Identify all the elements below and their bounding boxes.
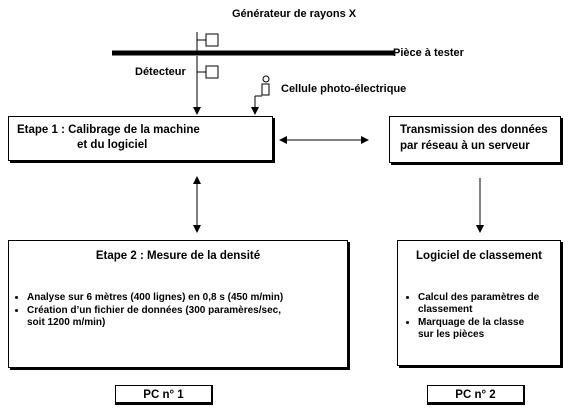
transmission-line1: Transmission des données: [400, 124, 548, 136]
photocell-icon: [262, 75, 270, 83]
step2-box: Etape 2 : Mesure de la densité Analyse s…: [8, 240, 348, 368]
step2-title: Etape 2 : Mesure de la densité: [95, 250, 261, 262]
detector-label: Détecteur: [135, 66, 186, 78]
pc2-label: PC n° 2: [455, 389, 496, 401]
step1-line2: et du logiciel: [77, 139, 148, 151]
classification-bullet-1: Calcul des paramètres de classement: [418, 292, 553, 316]
step1-box: Etape 1 : Calibrage de la machine et du …: [8, 116, 273, 161]
classification-bullets: Calcul des paramètres de classement Marq…: [404, 292, 568, 342]
part-to-test-label: Pièce à tester: [393, 47, 464, 59]
pc1-label: PC n° 1: [143, 389, 184, 401]
pc2-box: PC n° 2: [427, 385, 525, 405]
step2-bullets: Analyse sur 6 mètres (400 lignes) en 0,8…: [13, 292, 352, 330]
transmission-box: Transmission des données par réseau à un…: [389, 116, 561, 163]
step2-bullet-2: Création d’un fichier de données (300 pa…: [27, 305, 282, 329]
xray-generator-label: Générateur de rayons X: [232, 8, 357, 20]
classification-bullet-2: Marquage de la classe sur les pièces: [418, 317, 533, 341]
detector-square-icon: [205, 65, 219, 79]
transmission-line2: par réseau à un serveur: [400, 140, 530, 152]
pc1-box: PC n° 1: [115, 385, 213, 405]
classification-box: Logiciel de classement Calcul des paramè…: [397, 240, 561, 366]
photocell-label: Cellule photo-électrique: [281, 83, 407, 95]
photocell-body-icon: [261, 83, 270, 96]
step1-line1: Etape 1 : Calibrage de la machine: [17, 124, 200, 136]
step2-bullet-1: Analyse sur 6 mètres (400 lignes) en 0,8…: [27, 292, 352, 304]
classification-title: Logiciel de classement: [416, 250, 542, 262]
generator-square-icon: [205, 33, 219, 47]
